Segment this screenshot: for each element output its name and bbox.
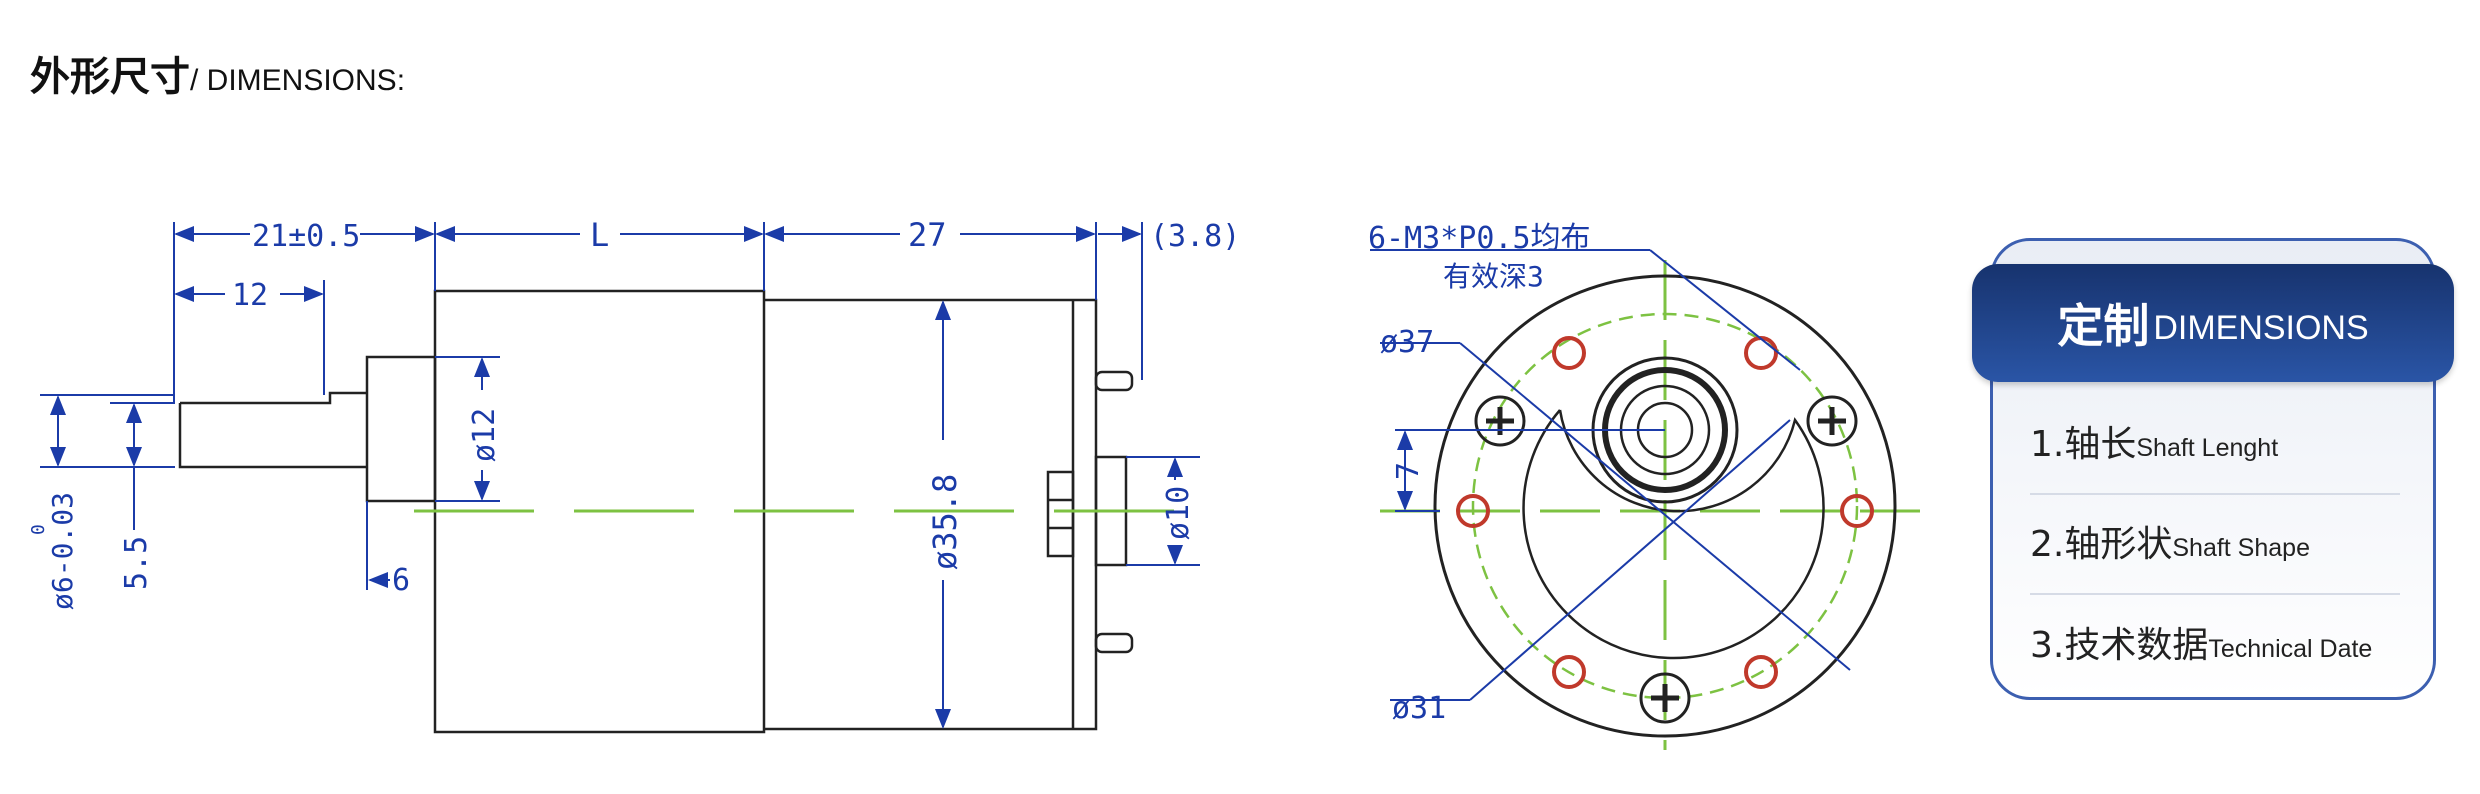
dim-hub-dia: ø12 (467, 408, 502, 462)
dim-hub-len: 6 (392, 563, 410, 598)
title-en: / DIMENSIONS: (190, 64, 406, 97)
title-cn: 外形尺寸 (30, 54, 190, 100)
dim-boss-dia: ø10 (1161, 486, 1196, 540)
dim-pcd: ø31 (1392, 691, 1446, 726)
thread-note: 6-M3*P0.5均布 (1368, 221, 1591, 256)
item-cn: 2.轴形状 (2030, 524, 2173, 565)
item-en: Technical Date (2208, 635, 2373, 663)
tab (1046, 470, 1075, 558)
terminal-top (1094, 370, 1134, 392)
list-item: 3.技术数据Technical Date (2030, 616, 2372, 668)
screw-heads (1474, 395, 1858, 724)
dim-shaft-flat: 12 (232, 278, 268, 313)
dim-body-length: L (590, 216, 609, 254)
divider (2030, 593, 2400, 595)
list-item: 2.轴形状Shaft Shape (2030, 515, 2310, 567)
item-en: Shaft Shape (2172, 534, 2310, 562)
item-cn: 3.技术数据 (2030, 625, 2209, 666)
list-item: 1.轴长Shaft Lenght (2030, 415, 2278, 467)
dim-flat: 5.5 (119, 536, 154, 590)
outer-flange (1433, 274, 1897, 738)
item-cn: 1.轴长 (2030, 424, 2137, 465)
depth-note: 有效深3 (1443, 260, 1544, 293)
dim-shaft-total: 21±0.5 (252, 219, 360, 254)
shaft (178, 391, 367, 469)
hub (365, 355, 437, 503)
front-view (1370, 249, 1935, 750)
dim-shaft-tol: 0 (28, 524, 49, 535)
dim-shaft-dia: ø6-0.03 (46, 492, 79, 610)
page-title: 外形尺寸/ DIMENSIONS: (30, 44, 405, 102)
dim-outer-dia: ø37 (1380, 325, 1434, 360)
terminal-bottom (1094, 632, 1134, 654)
dim-motor-dia: ø35.8 (926, 474, 964, 570)
item-en: Shaft Lenght (2136, 434, 2279, 462)
dim-offset: 7 (1391, 462, 1426, 480)
dim-motor-length: 27 (908, 216, 947, 254)
card-title-en: DIMENSIONS (2153, 308, 2369, 347)
card-title-cn: 定制 (2057, 299, 2150, 353)
divider (2030, 493, 2400, 495)
dim-terminal: (3.8) (1150, 219, 1240, 254)
side-dimensions (40, 222, 1200, 729)
mounting-holes (1456, 336, 1874, 689)
crescent (1522, 409, 1825, 660)
